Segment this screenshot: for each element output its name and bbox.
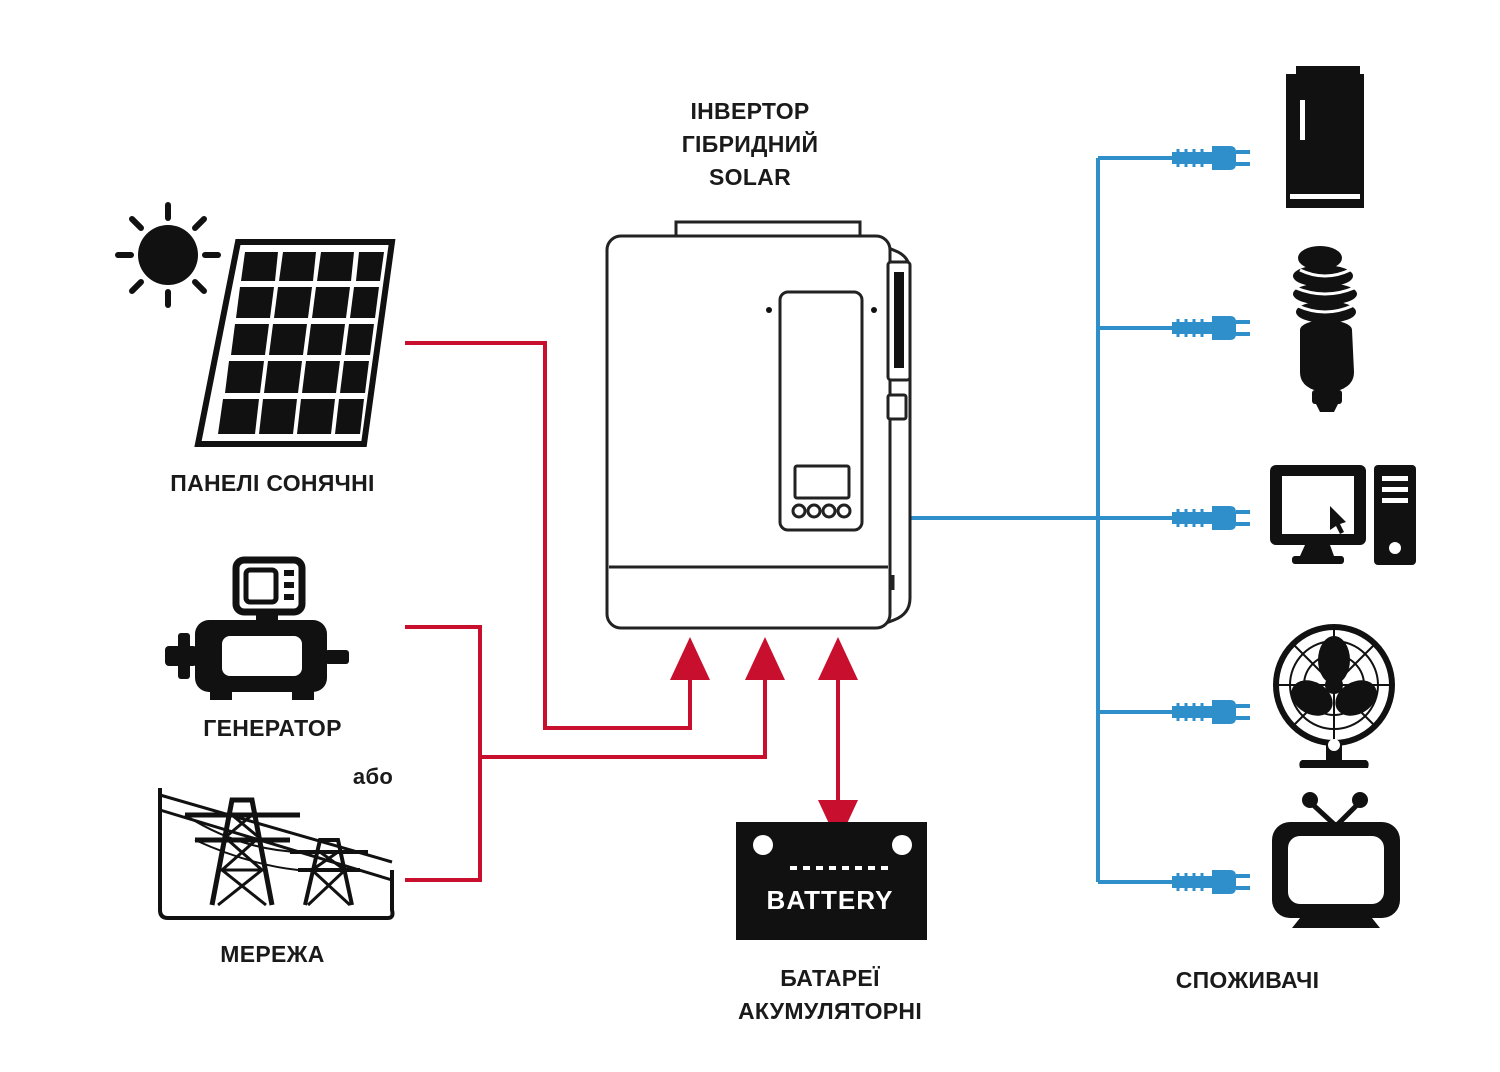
- inverter-label-line-3: SOLAR: [709, 164, 791, 190]
- batteries-label: БАТАРЕЇ АКУМУЛЯТОРНІ: [700, 962, 960, 1028]
- or-label: або: [352, 764, 394, 789]
- lamp-icon: [1293, 246, 1357, 412]
- battery-inner-label: BATTERY: [766, 885, 894, 915]
- plug-icon: [1170, 504, 1252, 532]
- battery-arrow-head-down: [818, 800, 858, 843]
- computer-icon: [1270, 465, 1416, 565]
- battery-arrow-shaft: [836, 670, 840, 810]
- fan-icon: [1273, 624, 1395, 768]
- hybrid-inverter-icon: [605, 220, 912, 630]
- solar-panel-icon: [194, 239, 396, 447]
- plugs: [1170, 144, 1252, 896]
- plug-icon: [1170, 144, 1252, 172]
- inverter-label: ІНВЕРТОР ГІБРИДНИЙ SOLAR: [640, 95, 860, 194]
- output-lines: [908, 156, 1175, 884]
- input-arrows: [670, 637, 858, 843]
- power-grid-icon: [158, 788, 395, 920]
- grid-label: МЕРЕЖА: [220, 941, 325, 967]
- generator-label: ГЕНЕРАТОР: [203, 715, 342, 741]
- sun-icon: [115, 202, 221, 308]
- solar-arrow-head: [670, 637, 710, 680]
- tv-icon: [1272, 792, 1400, 928]
- solar-panels-label: ПАНЕЛІ СОНЯЧНІ: [170, 470, 375, 496]
- inverter-label-line-1: ІНВЕРТОР: [690, 98, 810, 124]
- battery-arrow-head-up: [818, 637, 858, 680]
- batteries-label-line-2: АКУМУЛЯТОРНІ: [737, 998, 923, 1024]
- batteries-label-line-1: БАТАРЕЇ: [780, 965, 880, 991]
- battery-icon: [736, 822, 927, 940]
- generator-icon: [165, 556, 349, 700]
- plug-icon: [1170, 698, 1252, 726]
- inverter-label-line-2: ГІБРИДНИЙ: [681, 131, 819, 157]
- refrigerator-icon: [1286, 66, 1364, 208]
- grid-arrow-head: [745, 637, 785, 680]
- consumers-label: СПОЖИВАЧІ: [1175, 967, 1320, 993]
- input-lines: [405, 341, 767, 882]
- plug-icon: [1170, 314, 1252, 342]
- plug-icon: [1170, 868, 1252, 896]
